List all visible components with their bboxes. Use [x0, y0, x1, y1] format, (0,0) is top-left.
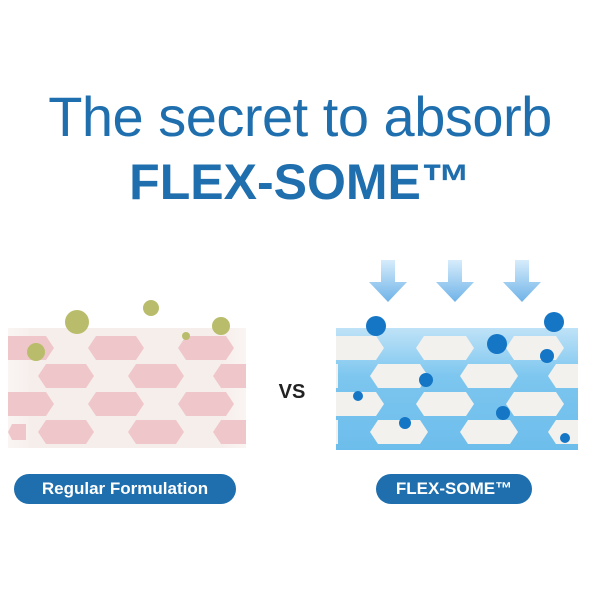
skin-cell	[128, 420, 184, 444]
headline: The secret to absorb	[48, 85, 552, 148]
skin-cell	[506, 336, 564, 360]
skin-cell	[8, 392, 54, 416]
skin-cell	[178, 392, 234, 416]
flexsome-label: FLEX-SOME™	[376, 474, 532, 504]
particle	[544, 312, 564, 332]
particle	[366, 316, 386, 336]
down-arrow-icon	[436, 260, 474, 302]
down-arrow-icon	[369, 260, 407, 302]
particle	[182, 332, 190, 340]
skin-cell	[548, 364, 578, 388]
particle	[65, 310, 89, 334]
particle	[212, 317, 230, 335]
skin-cell	[548, 420, 578, 444]
regular-skin-illustration	[8, 300, 246, 448]
regular-formulation-label: Regular Formulation	[14, 474, 236, 504]
skin-cell	[88, 392, 144, 416]
skin-cell	[8, 424, 26, 440]
flexsome-skin-illustration	[336, 260, 578, 450]
skin-cell	[336, 392, 384, 416]
skin-cell	[416, 392, 474, 416]
skin-cell	[128, 364, 184, 388]
particle	[560, 433, 570, 443]
subheadline: FLEX-SOME™	[129, 154, 471, 210]
skin-cell	[460, 364, 518, 388]
absorption-arrows	[369, 260, 541, 302]
particle	[143, 300, 159, 316]
skin-cell	[506, 392, 564, 416]
skin-cell	[460, 420, 518, 444]
skin-cell	[178, 336, 234, 360]
surface-particles	[27, 300, 230, 361]
absorbed-particles	[353, 312, 570, 443]
skin-cell	[213, 420, 246, 444]
particle	[496, 406, 510, 420]
particle	[399, 417, 411, 429]
particle	[353, 391, 363, 401]
skin-cell	[336, 364, 338, 388]
skin-cell	[416, 336, 474, 360]
skin-cells	[8, 336, 246, 444]
skin-cell	[213, 364, 246, 388]
vs-label: VS	[278, 381, 306, 403]
skin-cell	[38, 420, 94, 444]
skin-cell	[88, 336, 144, 360]
down-arrow-icon	[503, 260, 541, 302]
skin-cell	[336, 336, 384, 360]
particle	[487, 334, 507, 354]
particle	[540, 349, 554, 363]
particle	[27, 343, 45, 361]
skin-cell	[336, 420, 338, 444]
skin-cell	[370, 420, 428, 444]
skin-cell	[38, 364, 94, 388]
skin-cell	[370, 364, 428, 388]
particle	[419, 373, 433, 387]
